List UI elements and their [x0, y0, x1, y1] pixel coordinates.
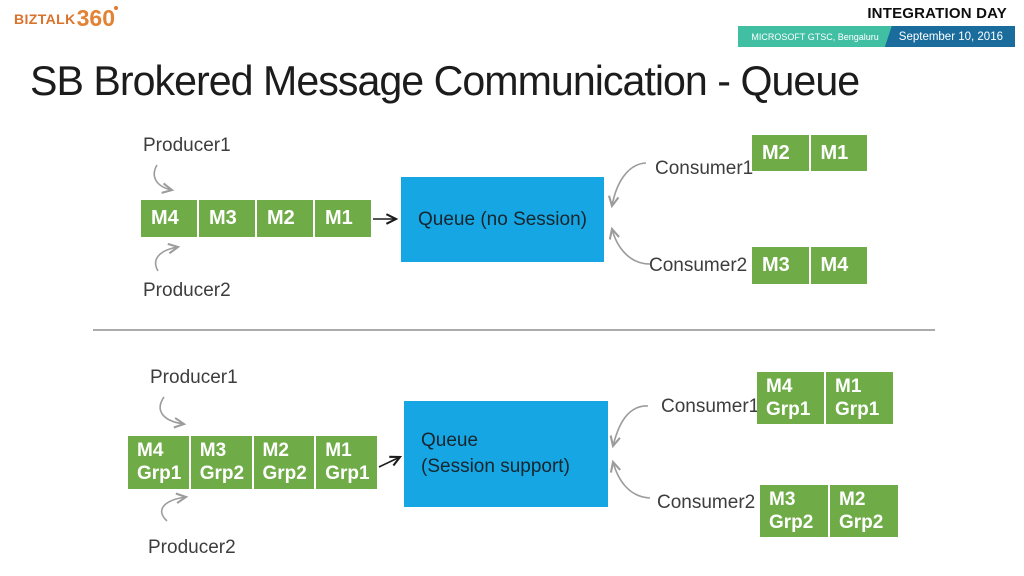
event-title: INTEGRATION DAY [867, 5, 1007, 22]
arrow-producer2-bottom [161, 497, 186, 522]
message-box: M1 [810, 135, 867, 171]
arrow-producer1-bottom [159, 396, 184, 424]
message-id: M2 [839, 489, 866, 510]
event-ribbon: MICROSOFT GTSC, Bengaluru September 10, … [738, 26, 1015, 47]
producer2-label-top: Producer2 [143, 280, 231, 301]
consumer1-label-top: Consumer1 [655, 158, 754, 179]
message-id: M4 [137, 440, 164, 461]
message-box: M4 [810, 247, 867, 284]
message-group: Grp1 [137, 463, 182, 484]
logo-brand-text: BIZTALK [14, 11, 76, 27]
queue-box-no-session: Queue (no Session) [401, 177, 604, 262]
message-group: Grp2 [262, 463, 307, 484]
arrow-consumer1-bottom [613, 405, 649, 446]
message-box: M3 [752, 247, 809, 284]
ribbon-venue: MICROSOFT GTSC, Bengaluru [738, 26, 892, 47]
producer2-label-bottom: Producer2 [148, 537, 236, 558]
arrow-consumer2-bottom [613, 462, 651, 499]
message-id: M1 [325, 440, 352, 461]
consumer1-label-bottom: Consumer1 [661, 396, 760, 417]
producer1-label-bottom: Producer1 [150, 367, 238, 388]
message-group: Grp2 [769, 512, 814, 533]
queue-session-line1: Queue [421, 430, 479, 451]
queue-session-line2: (Session support) [421, 456, 570, 477]
arrow-messages-to-queue-bottom [378, 457, 400, 468]
queue-box-session-support: Queue (Session support) [404, 401, 608, 507]
message-group: Grp1 [766, 399, 811, 420]
message-box: M2 [257, 200, 313, 237]
logo-suffix-text: 360 [76, 5, 119, 31]
message-box: M2 [752, 135, 809, 171]
arrow-consumer2-top [612, 229, 651, 265]
message-group: Grp2 [839, 512, 884, 533]
message-id: M3 [769, 489, 796, 510]
arrow-producer2-top [154, 247, 178, 272]
consumer1-message-row-top: M2 M1 [752, 135, 867, 171]
logo-dot-icon [114, 6, 119, 10]
message-id: M3 [199, 440, 227, 461]
message-group: Grp1 [325, 463, 370, 484]
slide-title: SB Brokered Message Communication - Queu… [30, 57, 860, 104]
queue-no-session-label: Queue (no Session) [418, 208, 587, 230]
message-id: M1 [835, 376, 862, 397]
producer1-label-top: Producer1 [143, 135, 231, 156]
message-group: Grp2 [199, 463, 245, 484]
message-box: M3 [199, 200, 255, 237]
arrow-producer1-top [153, 164, 172, 190]
message-box: M4 [141, 200, 197, 237]
biztalk360-logo: BIZTALK 360 [14, 5, 119, 31]
consumer2-label-top: Consumer2 [649, 255, 748, 276]
consumer2-message-row-top: M3 M4 [752, 247, 867, 284]
queue-message-row-top: M4 M3 M2 M1 [141, 200, 371, 237]
message-id: M2 [262, 440, 289, 461]
section-divider [93, 329, 935, 331]
message-group: Grp1 [835, 399, 880, 420]
ribbon-date: September 10, 2016 [884, 26, 1015, 47]
consumer2-label-bottom: Consumer2 [657, 492, 756, 513]
logo-suffix-number: 360 [76, 5, 116, 31]
message-id: M4 [766, 376, 793, 397]
arrow-consumer1-top [612, 162, 647, 206]
message-box: M1 [315, 200, 371, 237]
